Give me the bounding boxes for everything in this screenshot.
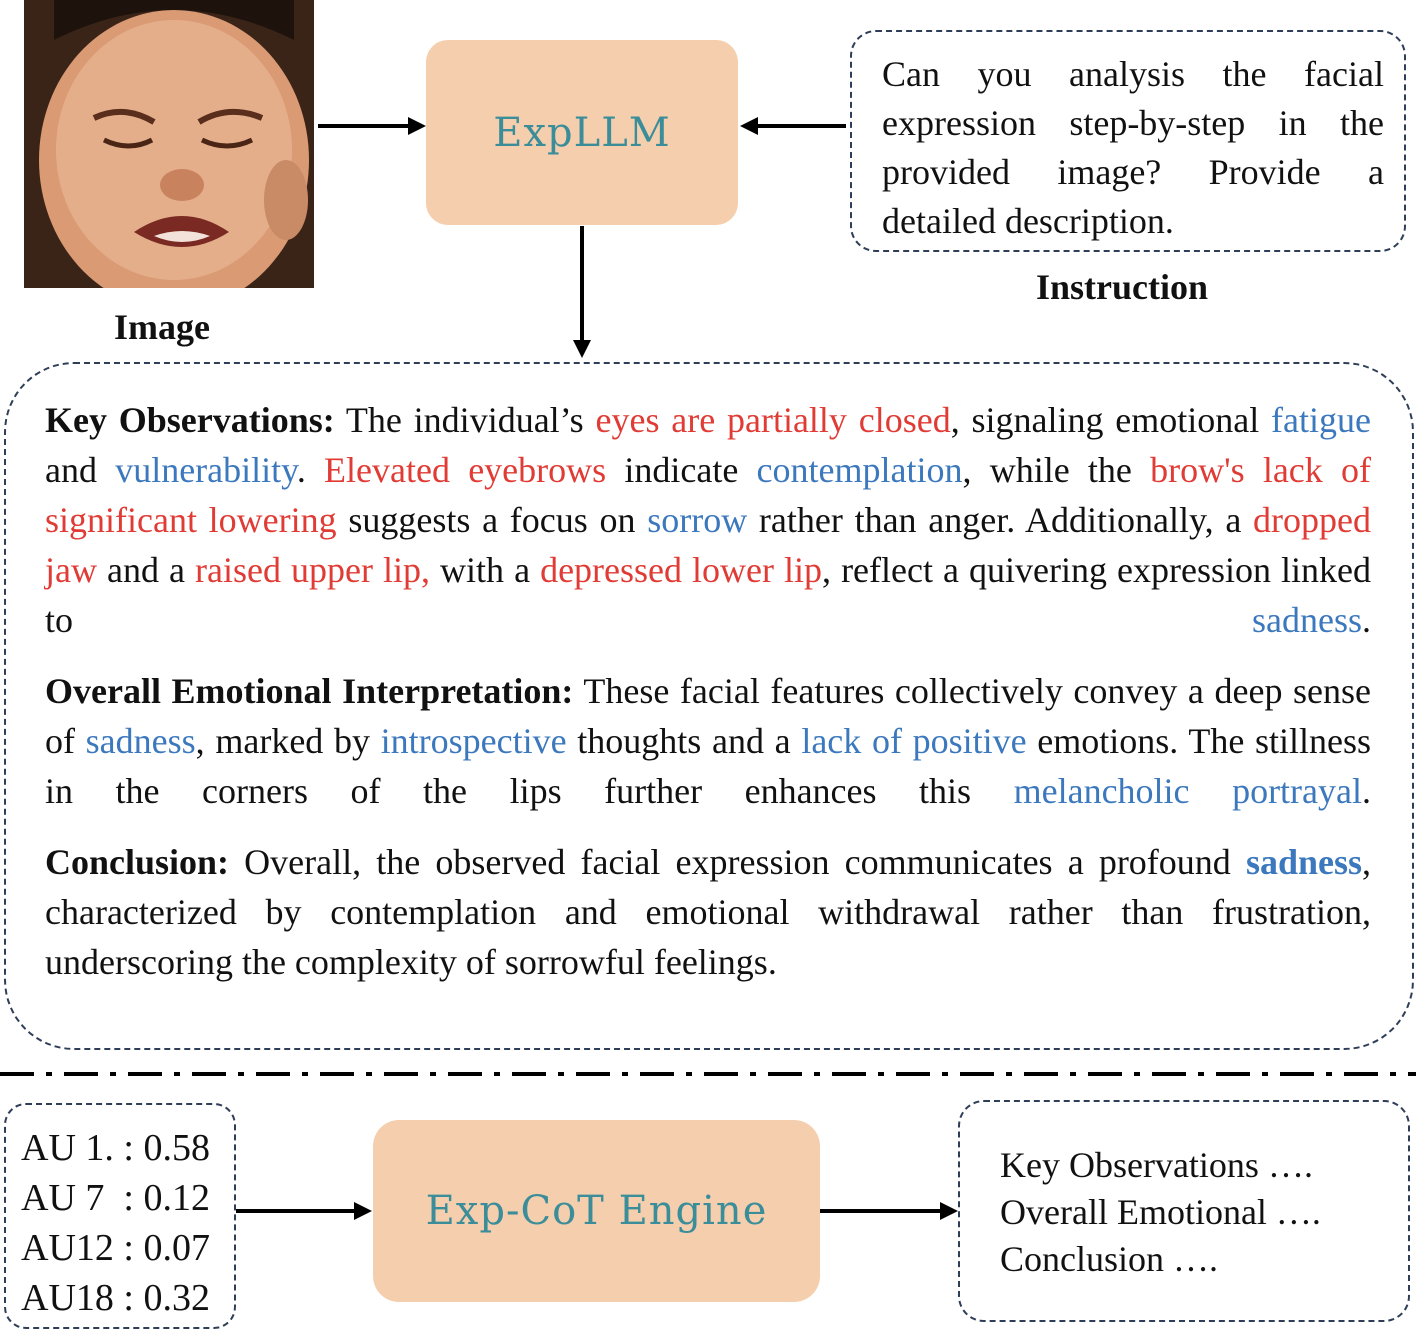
highlighted-phrase: depressed lower lip bbox=[540, 550, 823, 590]
answer-text-run: rather than anger. Additionally, a bbox=[747, 500, 1254, 540]
instruction-label: Instruction bbox=[1036, 267, 1209, 307]
face-illustration bbox=[24, 0, 314, 288]
arrow-engine-to-output bbox=[820, 1202, 958, 1220]
arrow-instruction-to-model bbox=[740, 117, 846, 135]
highlighted-phrase: Elevated eyebrows bbox=[324, 450, 607, 490]
highlighted-phrase: melancholic portrayal bbox=[1013, 771, 1363, 811]
answer-text-run: suggests a focus on bbox=[336, 500, 648, 540]
conclusion-body: Overall, the observed facial expression … bbox=[45, 842, 1371, 982]
instruction-box: Can you analysis the facial expression s… bbox=[850, 30, 1406, 252]
highlighted-phrase: brow's lack of significant lowering bbox=[45, 450, 1371, 540]
answer-text-run: indicate bbox=[606, 450, 757, 490]
answer-text-run: emotions. The stillness in the corners o… bbox=[45, 721, 1371, 811]
highlighted-phrase: sadness bbox=[85, 721, 196, 761]
output-line: Overall Emotional …. bbox=[1000, 1192, 1321, 1232]
key-observations-heading: Key Observations: bbox=[45, 400, 335, 440]
expllm-model-box: ExpLLM bbox=[426, 40, 738, 225]
answer-text-run: , marked by bbox=[195, 721, 381, 761]
highlighted-phrase: sadness bbox=[1245, 842, 1362, 882]
answer-text-run: , characterized by contemplation and emo… bbox=[45, 842, 1371, 982]
au-value-line: AU 7 : 0.12 bbox=[21, 1177, 210, 1219]
overall-heading: Overall Emotional Interpretation: bbox=[45, 671, 574, 711]
au-value-line: AU18 : 0.32 bbox=[21, 1277, 210, 1319]
answer-text-run: with a bbox=[430, 550, 541, 590]
answer-text-run: and a bbox=[96, 550, 196, 590]
answer-text-run: thoughts and a bbox=[566, 721, 802, 761]
highlighted-phrase: raised upper lip, bbox=[195, 550, 431, 590]
overall-body: These facial features collectively conve… bbox=[45, 671, 1371, 811]
au-value-line: AU12 : 0.07 bbox=[21, 1227, 210, 1269]
conclusion-paragraph: Conclusion: Overall, the observed facial… bbox=[45, 837, 1371, 987]
arrow-image-to-model bbox=[318, 117, 426, 135]
highlighted-phrase: introspective bbox=[380, 721, 567, 761]
overall-paragraph: Overall Emotional Interpretation: These … bbox=[45, 666, 1371, 816]
instruction-text: Can you analysis the facial expression s… bbox=[882, 54, 1384, 241]
output-line: Key Observations …. bbox=[1000, 1145, 1313, 1185]
section-divider bbox=[0, 1072, 1416, 1076]
highlighted-phrase: sadness bbox=[1252, 600, 1362, 640]
answer-text-run: These facial features collectively conve… bbox=[45, 671, 1372, 761]
image-label: Image bbox=[114, 307, 210, 347]
exp-cot-engine-box: Exp-CoT Engine bbox=[373, 1120, 820, 1302]
highlighted-phrase: contemplation bbox=[756, 450, 963, 490]
answer-text-run: , reflect a quivering expression linked … bbox=[45, 550, 1371, 640]
answer-text-run: Overall, the observed facial expression … bbox=[229, 842, 1246, 882]
conclusion-heading: Conclusion: bbox=[45, 842, 230, 882]
arrow-model-to-answer bbox=[573, 226, 591, 358]
key-observations-body: The individual’s eyes are partially clos… bbox=[45, 400, 1371, 640]
answer-text-run: and bbox=[45, 450, 116, 490]
au-value-line: AU 1. : 0.58 bbox=[21, 1127, 210, 1169]
key-observations-paragraph: Key Observations: The individual’s eyes … bbox=[45, 395, 1371, 645]
input-face-image bbox=[24, 0, 314, 288]
answer-text: Key Observations: The individual’s eyes … bbox=[45, 395, 1371, 1008]
highlighted-phrase: dropped jaw bbox=[45, 500, 1371, 590]
answer-box bbox=[4, 362, 1414, 1050]
expllm-label: ExpLLM bbox=[493, 109, 671, 156]
output-line: Conclusion …. bbox=[1000, 1239, 1219, 1279]
highlighted-phrase: eyes are partially closed bbox=[595, 400, 951, 440]
answer-text-run: , while the bbox=[962, 450, 1151, 490]
arrow-au-to-engine bbox=[236, 1202, 372, 1220]
highlighted-phrase: lack of positive bbox=[801, 721, 1027, 761]
answer-text-run: . bbox=[1362, 771, 1372, 811]
answer-text-run: The individual’s bbox=[334, 400, 596, 440]
engine-label: Exp-CoT Engine bbox=[425, 1188, 768, 1234]
highlighted-phrase: fatigue bbox=[1271, 400, 1371, 440]
answer-text-run: . bbox=[1362, 600, 1371, 640]
answer-text-run: . bbox=[296, 450, 325, 490]
answer-text-run: , signaling emotional bbox=[950, 400, 1272, 440]
highlighted-phrase: sorrow bbox=[647, 500, 748, 540]
highlighted-phrase: vulnerability bbox=[115, 450, 297, 490]
output-box: Key Observations …. Overall Emotional …. C… bbox=[958, 1100, 1410, 1322]
